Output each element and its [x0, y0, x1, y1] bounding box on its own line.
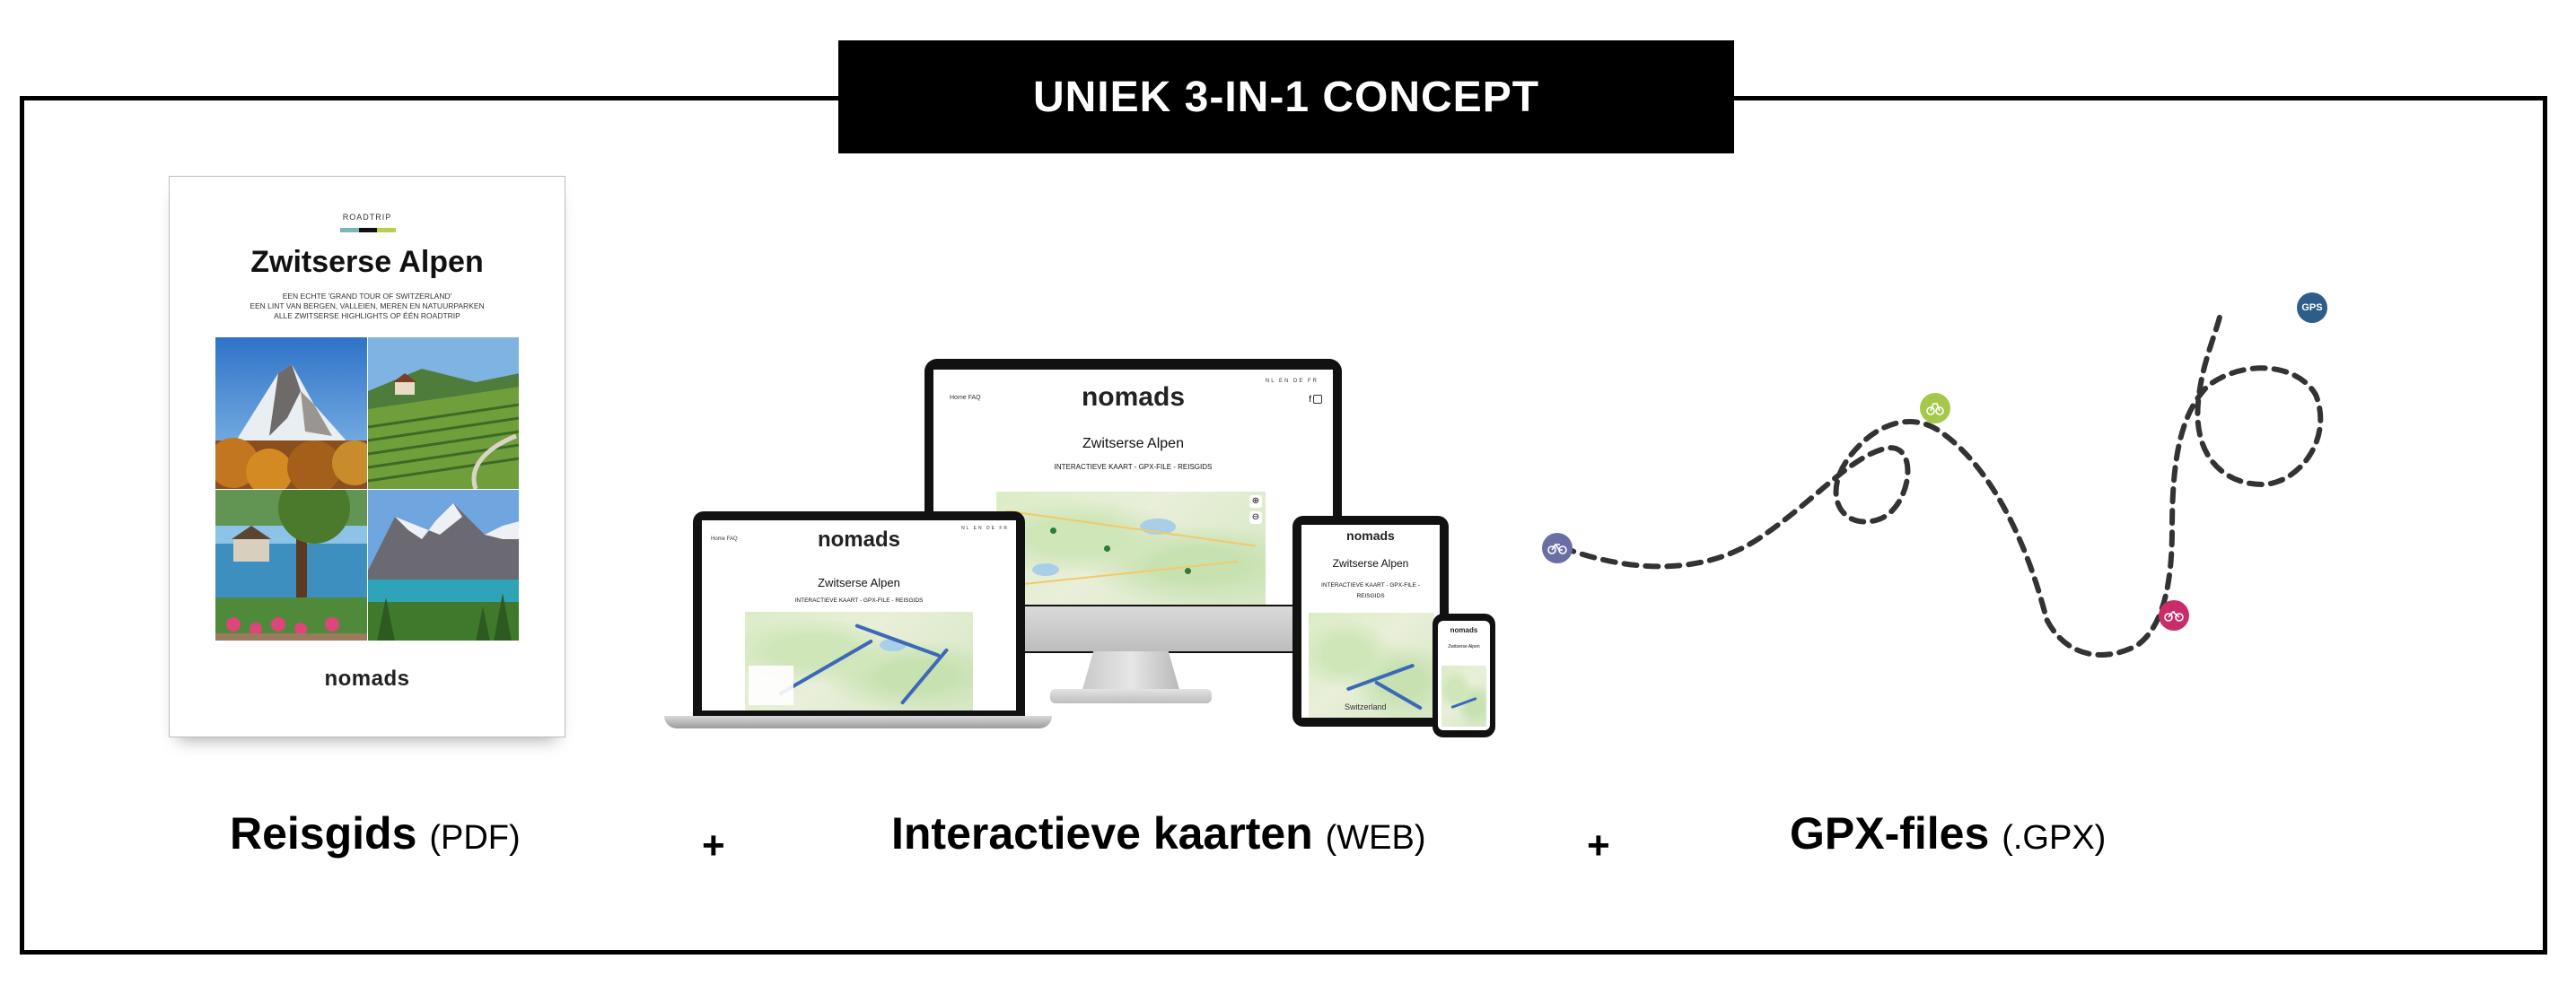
zoom-in-icon[interactable]: ⊕ — [1249, 495, 1262, 508]
brochure-photo-grid — [215, 337, 519, 641]
zoom-out-icon[interactable]: ⊖ — [1249, 511, 1262, 524]
instagram-icon[interactable] — [1313, 395, 1322, 404]
desktop-logo[interactable]: nomads — [1081, 382, 1186, 412]
laptop-base — [664, 716, 1052, 728]
photo-mountain-lake — [367, 489, 519, 641]
label-reisgids-format: (PDF) — [429, 819, 521, 857]
brochure-color-stripes — [340, 228, 397, 232]
ebike-icon — [1920, 393, 1950, 423]
laptop-site-title: Zwitserse Alpen — [818, 576, 900, 589]
desktop-site-title: Zwitserse Alpen — [1082, 436, 1184, 451]
label-interactieve-kaarten: Interactieve kaarten (WEB) — [891, 807, 1425, 859]
tablet-map[interactable]: Switzerland — [1309, 613, 1434, 718]
brochure-subtitle-3: ALLE ZWITSERSE HIGHLIGHTS OP ÉÉN ROADTRI… — [274, 311, 460, 320]
phone-map[interactable] — [1441, 666, 1486, 727]
phone-logo[interactable]: nomads — [1450, 626, 1478, 634]
desktop-base — [1050, 689, 1212, 703]
desktop-stand — [1082, 651, 1180, 693]
gpx-route-line — [1559, 307, 2324, 658]
brochure-kicker: ROADTRIP — [342, 213, 392, 222]
tablet-map-place: Switzerland — [1345, 702, 1387, 711]
gps-icon: GPS — [2297, 292, 2327, 323]
photo-castle-lake — [215, 489, 367, 641]
phone-screen: nomads Zwitserse Alpen — [1438, 621, 1490, 730]
map-legend — [749, 666, 793, 705]
plus-sign-1: + — [702, 824, 725, 868]
desktop-site-subtitle: INTERACTIEVE KAART - GPX-FILE - REISGIDS — [1054, 463, 1213, 471]
label-gpx-files: GPX-files (.GPX) — [1790, 807, 2106, 859]
photo-vineyard — [367, 337, 519, 489]
laptop-nav[interactable]: Home FAQ — [711, 536, 738, 542]
label-gpx-bold: GPX-files — [1790, 808, 1990, 859]
phone-site-title: Zwitserse Alpen — [1448, 644, 1480, 650]
brochure-subtitle-1: EEN ECHTE 'GRAND TOUR OF SWITZERLAND' — [282, 292, 452, 301]
laptop-screen: Home FAQ NL EN DE FR nomads Zwitserse Al… — [702, 520, 1016, 711]
tablet-site-subtitle-2: REISGIDS — [1356, 593, 1385, 599]
label-kaarten-format: (WEB) — [1325, 819, 1426, 857]
desktop-langs[interactable]: NL EN DE FR — [1265, 379, 1319, 384]
bike-icon — [1542, 533, 1573, 563]
brochure-logo: nomads — [324, 667, 410, 691]
tablet-site-title: Zwitserse Alpen — [1332, 557, 1409, 570]
bicycle-icon — [2159, 600, 2189, 631]
brochure-cover: ROADTRIP Zwitserse Alpen EEN ECHTE 'GRAN… — [169, 176, 565, 737]
laptop-logo[interactable]: nomads — [817, 528, 900, 552]
brochure-subtitle-2: EEN LINT VAN BERGEN, VALLEIEN, MEREN EN … — [250, 301, 485, 310]
label-reisgids-bold: Reisgids — [230, 808, 417, 859]
label-kaarten-bold: Interactieve kaarten — [891, 808, 1313, 859]
desktop-map[interactable]: ⊕ ⊖ — [996, 492, 1266, 605]
laptop-site-subtitle: INTERACTIEVE KAART - GPX-FILE - REISGIDS — [794, 597, 924, 604]
label-gpx-format: (.GPX) — [2002, 819, 2107, 857]
desktop-nav[interactable]: Home FAQ — [950, 395, 981, 401]
tablet-screen: nomads Zwitserse Alpen INTERACTIEVE KAAR… — [1301, 525, 1440, 718]
brochure-title: Zwitserse Alpen — [250, 245, 484, 279]
plus-sign-2: + — [1587, 824, 1610, 868]
banner-title: UNIEK 3-IN-1 CONCEPT — [838, 40, 1734, 153]
tablet-logo[interactable]: nomads — [1346, 528, 1395, 543]
photo-matterhorn — [215, 337, 367, 489]
laptop-map[interactable] — [745, 612, 973, 711]
tablet-site-subtitle-1: INTERACTIEVE KAART - GPX-FILE - — [1321, 582, 1420, 589]
label-reisgids: Reisgids (PDF) — [230, 807, 521, 859]
laptop-langs[interactable]: NL EN DE FR — [961, 526, 1009, 531]
facebook-icon[interactable]: f — [1309, 395, 1311, 405]
